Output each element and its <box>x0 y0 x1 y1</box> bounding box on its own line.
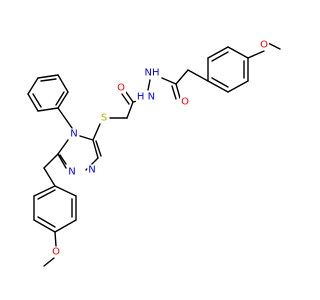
bond <box>43 257 55 267</box>
bond <box>211 51 229 62</box>
bond <box>175 83 181 99</box>
atom-label-backdrop <box>69 128 79 140</box>
bond <box>33 185 56 197</box>
atom-label-oxygen: O <box>52 247 60 258</box>
atom-label-backdrop <box>116 82 127 94</box>
atom-label-backdrop <box>51 246 62 258</box>
atom-label-oxygen: O <box>260 40 268 51</box>
bond <box>95 140 102 157</box>
bond <box>211 77 229 88</box>
bond <box>55 91 65 106</box>
bond <box>37 189 56 200</box>
bond <box>92 123 101 141</box>
atom-label-backdrop <box>135 91 157 103</box>
bond <box>57 91 69 109</box>
bond <box>126 101 134 119</box>
bond <box>54 219 77 233</box>
bond <box>37 216 56 228</box>
bond <box>54 231 57 247</box>
atom-label-backdrop <box>259 39 270 51</box>
bond <box>267 42 281 50</box>
bond <box>147 79 151 91</box>
bond <box>57 139 69 155</box>
atom-label-nitrogen: N <box>68 167 75 178</box>
bond <box>92 139 99 159</box>
atom-label-backdrop <box>67 166 77 178</box>
bond <box>37 107 59 112</box>
atom-label-nitrogen: H N <box>137 92 155 103</box>
atom-label-backdrop <box>180 96 191 108</box>
bond <box>27 77 39 95</box>
bond <box>175 69 189 85</box>
bond <box>43 153 59 169</box>
bond <box>57 153 67 169</box>
atom-label-oxygen: O <box>181 97 189 108</box>
atom-label-sulfur: S <box>101 113 107 124</box>
bond <box>227 46 249 59</box>
atom-label-oxygen: O <box>117 83 125 94</box>
bond <box>40 78 57 82</box>
bond <box>161 77 177 85</box>
atom-label-layer: O O NH H N O S N N N O <box>51 39 270 258</box>
bond <box>121 93 130 105</box>
bond <box>79 135 94 141</box>
bond <box>32 93 42 108</box>
bond <box>125 91 134 103</box>
atom-label-nitrogen: N <box>70 129 77 140</box>
bond-layer <box>27 42 281 267</box>
bond <box>54 185 77 197</box>
atom-label-backdrop <box>99 112 109 124</box>
chemical-structure-diagram: O O NH H N O S N N N O <box>27 39 281 267</box>
atom-label-backdrop <box>143 67 161 79</box>
bond <box>57 107 73 129</box>
bond <box>207 80 229 93</box>
bond <box>187 69 209 82</box>
bond <box>43 167 56 187</box>
bond <box>207 46 229 59</box>
atom-label-nitrogen: NH <box>145 68 160 79</box>
bond <box>59 154 67 165</box>
bond <box>227 80 249 93</box>
bond <box>171 85 177 100</box>
atom-label-backdrop <box>87 164 97 176</box>
bond <box>37 74 59 79</box>
bond <box>247 50 265 59</box>
atom-label-nitrogen: N <box>88 165 95 176</box>
bond <box>27 93 39 112</box>
bond <box>57 74 69 93</box>
bond <box>33 219 56 233</box>
